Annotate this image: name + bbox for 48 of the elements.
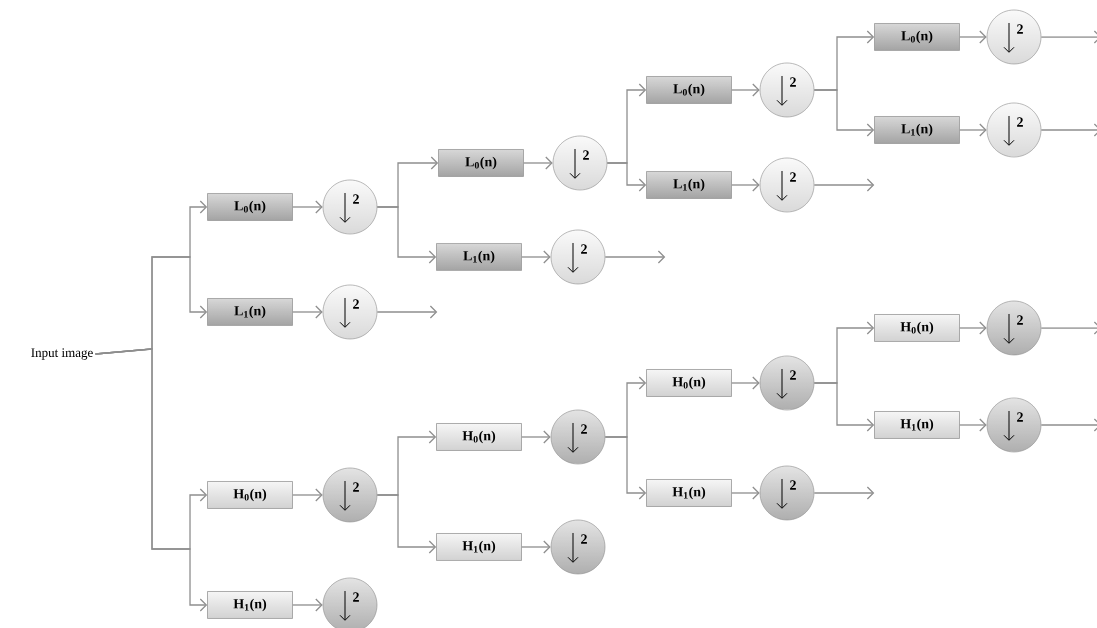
arrow bbox=[606, 162, 647, 192]
filter-box: L$_{1}$(n) bbox=[207, 298, 293, 326]
filter-box: L$_{0}$(n) bbox=[874, 23, 960, 51]
arrow bbox=[731, 376, 760, 390]
arrow bbox=[376, 206, 437, 264]
arrow bbox=[959, 321, 987, 335]
filter-box: L$_{0}$(n) bbox=[207, 193, 293, 221]
filter-box: H$_{1}$(n) bbox=[874, 411, 960, 439]
arrow bbox=[731, 178, 760, 192]
arrow bbox=[292, 488, 323, 502]
filter-box: H$_{0}$(n) bbox=[436, 423, 522, 451]
filter-box: L$_{1}$(n) bbox=[436, 243, 522, 271]
filter-box: H$_{0}$(n) bbox=[874, 314, 960, 342]
arrow bbox=[521, 540, 551, 554]
arrow bbox=[813, 89, 875, 137]
filter-box: H$_{1}$(n) bbox=[646, 479, 732, 507]
arrow bbox=[813, 178, 875, 192]
arrow bbox=[959, 418, 987, 432]
filter-box: H$_{0}$(n) bbox=[207, 481, 293, 509]
arrow bbox=[523, 156, 553, 170]
arrow bbox=[1040, 418, 1097, 432]
arrow bbox=[959, 123, 987, 137]
arrow bbox=[731, 486, 760, 500]
arrow bbox=[813, 382, 875, 432]
filter-box: L$_{0}$(n) bbox=[438, 149, 524, 177]
arrow bbox=[1040, 123, 1097, 137]
arrow bbox=[604, 250, 666, 264]
arrow bbox=[521, 250, 551, 264]
input-label: Input image bbox=[31, 348, 93, 360]
filter-box: L$_{0}$(n) bbox=[646, 76, 732, 104]
arrow bbox=[292, 305, 323, 319]
arrow bbox=[376, 305, 438, 319]
arrow bbox=[1040, 321, 1097, 335]
filter-box: H$_{0}$(n) bbox=[646, 369, 732, 397]
arrow bbox=[94, 348, 208, 612]
arrow bbox=[1040, 30, 1097, 44]
arrow bbox=[292, 598, 323, 612]
filter-box: H$_{1}$(n) bbox=[436, 533, 522, 561]
arrow bbox=[604, 436, 647, 500]
arrow bbox=[731, 83, 760, 97]
arrow bbox=[959, 30, 987, 44]
arrow bbox=[376, 494, 437, 554]
arrow bbox=[813, 486, 875, 500]
filter-box: L$_{1}$(n) bbox=[646, 171, 732, 199]
filter-box: H$_{1}$(n) bbox=[207, 591, 293, 619]
arrow bbox=[292, 200, 323, 214]
arrow bbox=[521, 430, 551, 444]
filter-box: L$_{1}$(n) bbox=[874, 116, 960, 144]
